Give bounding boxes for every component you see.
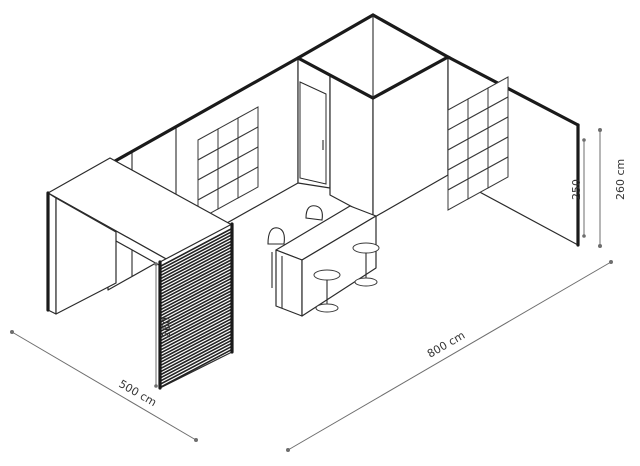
bar-counter — [275, 205, 377, 317]
slat — [160, 243, 232, 283]
shelf-cube — [237, 166, 259, 199]
slat — [160, 262, 232, 301]
slat — [160, 308, 232, 348]
slat — [160, 342, 232, 382]
slat — [160, 293, 232, 332]
slat — [160, 287, 232, 326]
slat — [160, 336, 232, 376]
slat — [160, 274, 232, 314]
slat — [160, 231, 232, 270]
slat — [160, 327, 232, 366]
dimension-260-right: 260 cm — [598, 128, 627, 248]
dimension-260-panel: 260 — [154, 262, 173, 388]
slat — [160, 253, 232, 292]
dimension-250: 250 — [570, 138, 586, 238]
slat — [160, 318, 232, 357]
slat — [160, 259, 232, 298]
slat — [160, 249, 232, 289]
shelf-cube — [487, 156, 509, 189]
slat — [160, 305, 232, 345]
slat — [160, 324, 232, 363]
slat — [160, 234, 232, 273]
slat — [160, 346, 232, 385]
slat — [160, 271, 232, 311]
slat — [160, 256, 232, 295]
chairs — [267, 205, 323, 288]
slat — [160, 321, 232, 360]
cube-shelf-right — [447, 76, 509, 211]
slat — [160, 333, 232, 373]
slat — [160, 228, 232, 267]
dimension-500-label: 500 cm — [117, 377, 159, 409]
back-wall-top — [106, 56, 300, 167]
slat — [160, 240, 232, 280]
door — [297, 57, 331, 189]
slat — [160, 284, 232, 323]
slat — [160, 277, 232, 317]
slat — [160, 311, 232, 351]
bar-stools — [313, 242, 380, 313]
slat — [160, 339, 232, 379]
slat — [160, 268, 232, 308]
dimension-260-right-label: 260 cm — [614, 159, 627, 200]
slat — [160, 349, 232, 388]
slat — [160, 280, 232, 320]
slatted-panel — [158, 222, 234, 390]
dimension-250-label: 250 — [570, 179, 583, 200]
slat — [160, 265, 232, 304]
slat — [160, 302, 232, 342]
slat — [160, 330, 232, 370]
slat — [160, 290, 232, 329]
slat — [160, 246, 232, 286]
slat — [160, 296, 232, 335]
slat — [160, 299, 232, 339]
dimension-260-panel-label: 260 — [160, 317, 173, 338]
slat — [160, 315, 232, 354]
left-end-wall — [46, 157, 233, 315]
slat — [160, 237, 232, 277]
dimension-800-label: 800 cm — [425, 329, 467, 361]
